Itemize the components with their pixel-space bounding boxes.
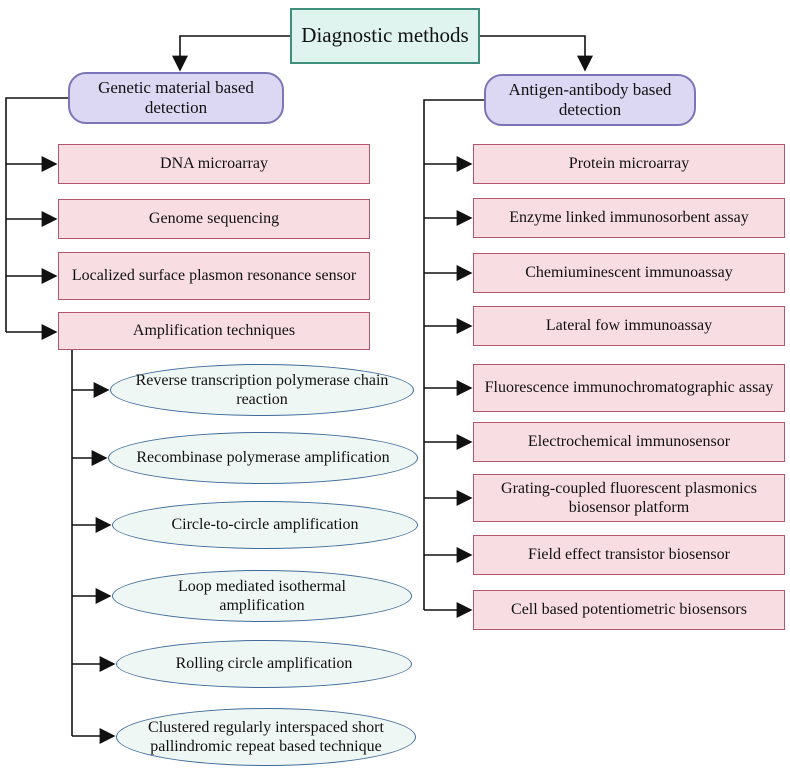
genetic-item-dna-microarray: DNA microarray [58,144,370,184]
genetic-item-genome-sequencing: Genome sequencing [58,199,370,239]
root-to-genetic-arrow [172,35,290,72]
amplification-oval: Reverse transcription polymerase chain r… [110,364,414,416]
genetic-category-node: Genetic material based detection [68,72,284,124]
antigen-item: Chemiuminescent immunoassay [473,253,785,293]
antigen-item: Cell based potentiometric biosensors [473,590,785,630]
root-to-antigen-arrow [480,35,593,72]
amplification-oval: Loop mediated isothermal amplification [112,570,412,622]
antigen-item: Grating-coupled fluorescent plasmonics b… [473,474,785,522]
antigen-item: Enzyme linked immunosorbent assay [473,198,785,238]
antigen-trunk-line [423,99,484,610]
amplification-oval: Clustered regularly interspaced short pa… [116,708,416,766]
amplification-oval: Circle-to-circle amplification [112,501,418,549]
genetic-item-amplification: Amplification techniques [58,312,370,350]
amplification-oval: Rolling circle amplification [116,640,412,688]
antigen-item: Fluorescence immunochromatographic assay [473,364,785,412]
antigen-item: Lateral fow immunoassay [473,306,785,346]
antigen-category-node: Antigen-antibody based detection [484,74,696,126]
genetic-trunk-line [5,97,68,332]
antigen-item: Protein microarray [473,144,785,184]
antigen-item: Electrochemical immunosensor [473,422,785,462]
root-node: Diagnostic methods [290,8,480,64]
amplification-oval: Recombinase polymerase amplification [108,432,418,484]
genetic-item-lspr-sensor: Localized surface plasmon resonance sens… [58,252,370,300]
antigen-item: Field effect transistor biosensor [473,535,785,575]
